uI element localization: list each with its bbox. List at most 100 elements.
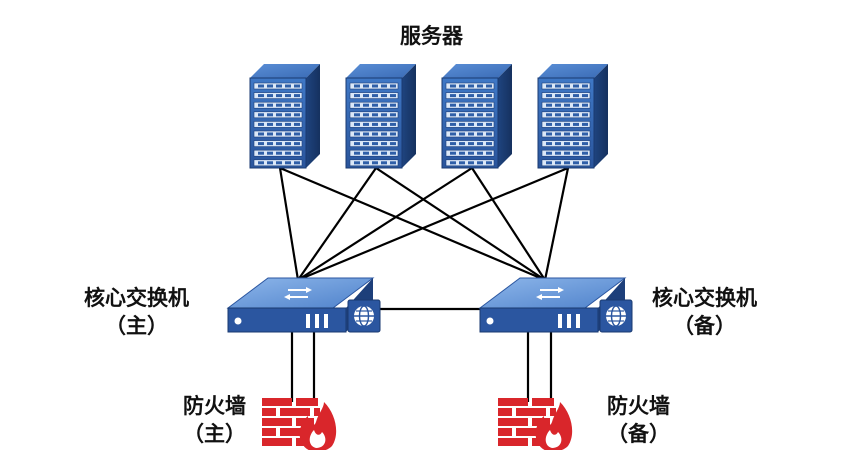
server-unit-slot <box>258 151 264 155</box>
server-unit-slot <box>285 151 291 155</box>
link-server-2-switch-2 <box>375 167 546 281</box>
server-unit-slot <box>555 122 561 126</box>
server-unit-slot <box>363 122 369 126</box>
server-unit-slot <box>258 84 264 88</box>
server-unit-slot <box>459 113 465 117</box>
server-unit-slot <box>459 151 465 155</box>
server-unit-slot <box>555 103 561 107</box>
server-unit-slot <box>285 113 291 117</box>
server-unit-slot <box>276 122 282 126</box>
network-links <box>278 166 570 402</box>
firewall-name-primary: 防火墙 <box>183 393 246 418</box>
server-unit-slot <box>354 84 360 88</box>
server-unit-slot <box>477 122 483 126</box>
server-unit-slot <box>381 103 387 107</box>
server-unit-slot <box>294 84 300 88</box>
server-unit-slot <box>486 132 492 136</box>
server-unit-slot <box>450 84 456 88</box>
link-server-1-switch-2 <box>279 166 546 282</box>
firewall-brick <box>498 418 528 426</box>
server-unit-slot <box>381 142 387 146</box>
server-unit-slot <box>390 84 396 88</box>
globe-icon <box>354 305 374 327</box>
server-unit-slot <box>363 84 369 88</box>
server-unit-slot <box>459 84 465 88</box>
server-unit-slot <box>294 103 300 107</box>
server-unit-slot <box>390 142 396 146</box>
server-unit-slot <box>276 103 282 107</box>
server-unit-slot <box>363 113 369 117</box>
switch-group <box>226 277 633 333</box>
switch-name-primary: 核心交换机 <box>84 285 189 310</box>
firewall-brick <box>262 398 292 406</box>
server-unit-slot <box>363 94 369 98</box>
server-rack-icon <box>249 64 320 169</box>
firewall-brick <box>262 438 292 446</box>
server-unit-slot <box>372 113 378 117</box>
server-unit-slot <box>582 132 588 136</box>
bidirectional-arrows-icon <box>536 287 564 300</box>
switch-led <box>234 317 242 325</box>
server-unit-slot <box>582 84 588 88</box>
link-server-4-switch-2 <box>543 167 570 281</box>
server-unit-slot <box>486 122 492 126</box>
firewall-label-backup: 防火墙 （备） <box>607 392 670 448</box>
server-unit-slot <box>459 103 465 107</box>
link-server-2-switch-1 <box>297 167 377 281</box>
server-unit-slot <box>354 94 360 98</box>
bidirectional-arrows-icon <box>284 287 312 300</box>
server-unit-slot <box>450 132 456 136</box>
server-unit-slot <box>546 103 552 107</box>
firewall-role-primary: （主） <box>183 421 246 446</box>
server-unit-slot <box>390 103 396 107</box>
server-unit-slot <box>582 161 588 165</box>
server-unit-slot <box>450 103 456 107</box>
firewall-brick <box>280 428 310 436</box>
globe-icon <box>606 305 626 327</box>
arrow-left-head <box>536 294 542 300</box>
server-unit-slot <box>285 161 291 165</box>
server-unit-slot <box>546 132 552 136</box>
server-unit-slot <box>477 94 483 98</box>
server-unit-slot <box>582 151 588 155</box>
server-unit-slot <box>582 122 588 126</box>
firewall-brick <box>516 428 546 436</box>
server-unit-slot <box>459 94 465 98</box>
server-unit-slot <box>354 103 360 107</box>
server-unit-slot <box>354 122 360 126</box>
server-unit-slot <box>354 142 360 146</box>
server-unit-slot <box>285 122 291 126</box>
server-unit-slot <box>573 103 579 107</box>
server-unit-slot <box>573 94 579 98</box>
server-unit-slot <box>381 161 387 165</box>
server-unit-slot <box>468 161 474 165</box>
arrow-right-head <box>306 287 312 293</box>
server-unit-slot <box>546 113 552 117</box>
firewall-brick <box>516 408 546 416</box>
server-unit-slot <box>573 142 579 146</box>
firewall-brick <box>498 398 528 406</box>
link-server-1-switch-1 <box>278 167 300 281</box>
server-unit-slot <box>390 113 396 117</box>
server-unit-slot <box>546 122 552 126</box>
server-unit-slot <box>477 132 483 136</box>
server-unit-slot <box>381 122 387 126</box>
switch-led <box>486 317 494 325</box>
switch-port <box>558 314 562 328</box>
server-unit-slot <box>468 113 474 117</box>
server-unit-slot <box>276 142 282 146</box>
server-unit-slot <box>258 132 264 136</box>
arrow-left-head <box>284 294 290 300</box>
server-unit-slot <box>258 103 264 107</box>
firewall-name-backup: 防火墙 <box>607 393 670 418</box>
server-unit-slot <box>564 132 570 136</box>
server-unit-slot <box>276 132 282 136</box>
server-rack-icon <box>441 64 512 169</box>
server-unit-slot <box>468 94 474 98</box>
server-unit-slot <box>294 113 300 117</box>
server-unit-slot <box>372 132 378 136</box>
server-unit-slot <box>468 142 474 146</box>
server-unit-slot <box>546 151 552 155</box>
server-unit-slot <box>477 161 483 165</box>
server-unit-slot <box>564 103 570 107</box>
